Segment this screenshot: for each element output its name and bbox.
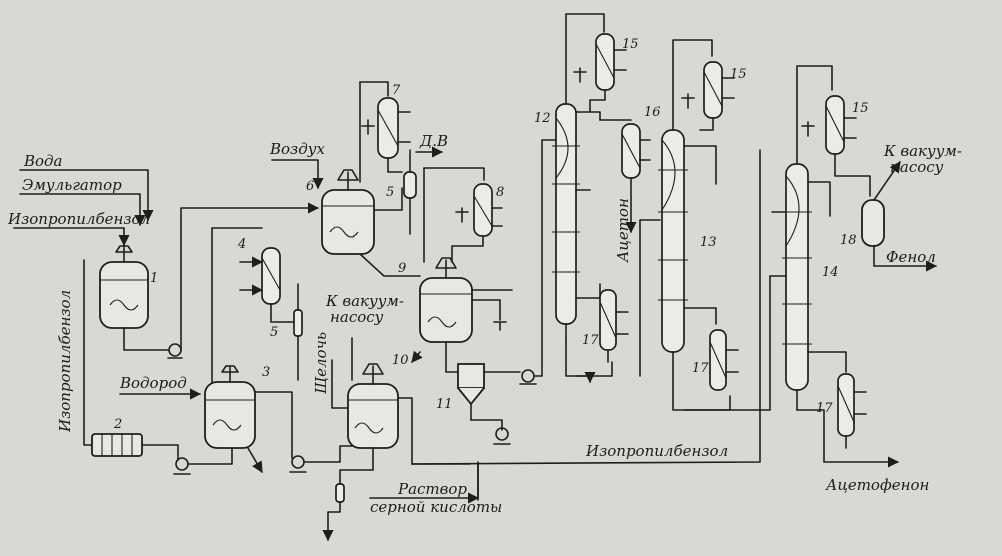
label-vacuum-2b: насосу — [890, 158, 944, 176]
label-dv: Д.В — [419, 132, 448, 150]
num-17a: 17 — [582, 333, 599, 348]
num-5-upper: 5 — [386, 185, 394, 200]
label-sulfuric-acid: серной кислоты — [370, 498, 502, 516]
separator-5-lower — [293, 283, 303, 381]
separator-18 — [861, 161, 938, 272]
reactor-10 — [322, 337, 471, 542]
equipment-numbers: 1 2 3 4 5 5 6 7 8 9 10 11 12 13 14 15 15… — [113, 37, 869, 432]
heater-2 — [91, 433, 233, 475]
num-18: 18 — [840, 233, 857, 248]
label-alkali: Щелочь — [312, 332, 330, 394]
num-13: 13 — [700, 235, 717, 250]
column-13 — [658, 39, 771, 411]
num-10: 10 — [392, 353, 409, 368]
num-12: 12 — [534, 111, 551, 126]
num-15b: 15 — [730, 67, 747, 82]
num-7: 7 — [392, 83, 401, 98]
label-phenol: Фенол — [886, 248, 936, 266]
reboiler-17c — [796, 373, 900, 468]
pump-1 — [167, 202, 320, 359]
label-solution: Раствор — [397, 480, 467, 498]
label-acetone: Ацетон — [614, 198, 632, 263]
label-cumene-bottom: Изопропилбензол — [585, 442, 728, 460]
reactor-1 — [99, 244, 169, 351]
cooler-7 — [359, 81, 411, 183]
reactor-6 — [271, 159, 421, 277]
izopropilbenzol-return — [83, 259, 93, 446]
num-4: 4 — [237, 237, 246, 252]
num-3: 3 — [262, 365, 270, 380]
num-8: 8 — [496, 185, 504, 200]
separator-5-upper — [403, 146, 444, 235]
feed-to-column-13 — [639, 219, 661, 377]
feed-lines — [13, 169, 154, 247]
label-vacuum-1a: К вакуум- — [325, 292, 404, 310]
reboiler-17a — [599, 289, 629, 363]
num-6: 6 — [306, 179, 314, 194]
label-hydrogen: Водород — [119, 374, 187, 392]
label-emulsifier: Эмульгатор — [22, 176, 122, 194]
num-14: 14 — [822, 265, 839, 280]
label-cumene-vertical: Изопропилбензол — [56, 290, 74, 433]
label-air: Воздух — [269, 140, 325, 158]
condenser-16 — [599, 119, 651, 234]
num-15a: 15 — [622, 37, 639, 52]
num-17c: 17 — [816, 401, 833, 416]
bottom-lines — [369, 149, 761, 504]
label-cumene-feed: Изопропилбензол — [7, 210, 150, 228]
num-1: 1 — [150, 271, 158, 286]
reactor-3 — [119, 227, 293, 473]
num-2: 2 — [113, 417, 122, 432]
num-11: 11 — [436, 397, 453, 412]
num-9: 9 — [398, 261, 406, 276]
label-vacuum-1b: насосу — [330, 308, 384, 326]
num-15c: 15 — [852, 101, 869, 116]
label-vacuum-2a: К вакуум- — [883, 142, 962, 160]
label-water: Вода — [23, 152, 63, 170]
cooler-8 — [423, 167, 503, 263]
num-16: 16 — [644, 105, 661, 120]
pump-3 — [289, 445, 353, 473]
reactor-9 — [411, 257, 513, 373]
reboiler-17b — [709, 329, 739, 391]
column-14 — [769, 65, 847, 411]
cooler-4 — [239, 247, 297, 323]
num-5-lower: 5 — [270, 325, 278, 340]
condenser-15b — [681, 61, 735, 131]
condenser-15c — [801, 95, 871, 197]
labels: Вода Эмульгатор Изопропилбензол Изопропи… — [7, 132, 962, 516]
condenser-15a — [573, 33, 627, 113]
num-17b: 17 — [692, 361, 709, 376]
label-acetophenone: Ацетофенон — [825, 476, 929, 494]
